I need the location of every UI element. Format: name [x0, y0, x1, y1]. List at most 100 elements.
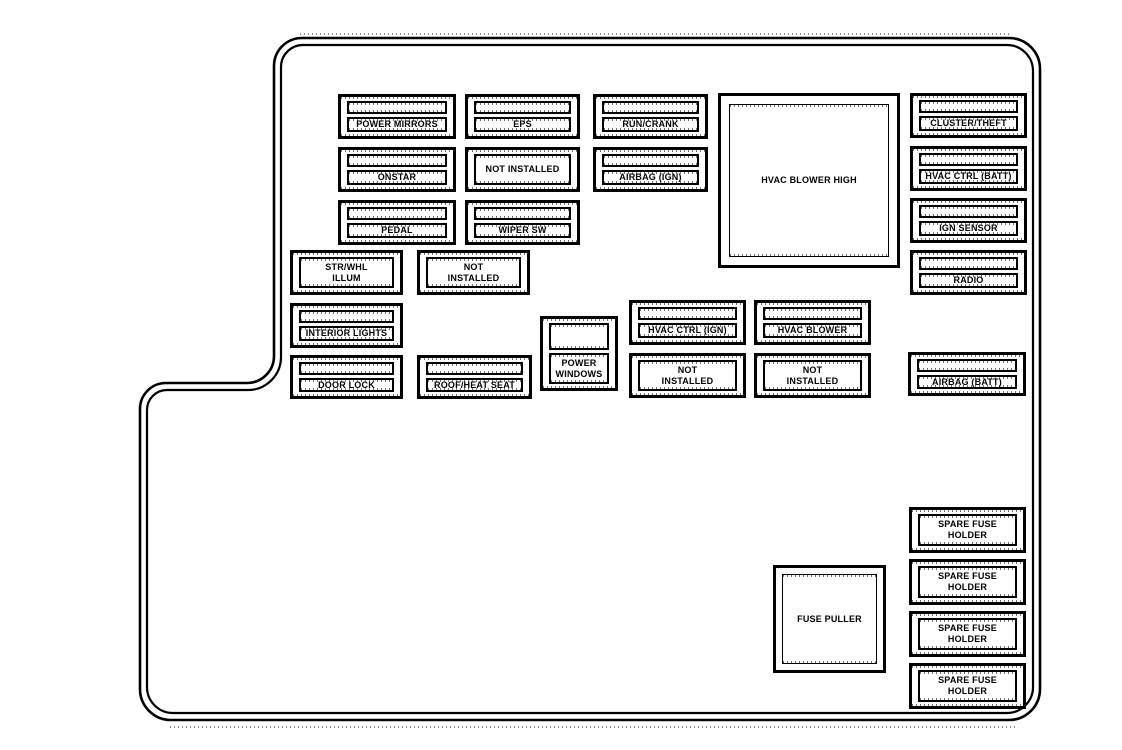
fuse-label: WIPER SW [498, 225, 547, 236]
fuse-slot: AIRBAG (IGN) [602, 170, 699, 185]
spare-fuse-holder-3: SPARE FUSE HOLDER [909, 611, 1026, 657]
fuse-label: RADIO [953, 275, 984, 286]
fuse-ign-sensor: IGN SENSOR [910, 198, 1027, 243]
fuse-wiper-sw: WIPER SW [465, 200, 580, 245]
fuse-hvac-blower-high: HVAC BLOWER HIGH [718, 93, 900, 268]
fuse-eps: EPS [465, 94, 580, 139]
fuse-label: SPARE FUSE HOLDER [938, 571, 997, 592]
fuse-slot: RADIO [919, 273, 1018, 288]
fuse-pedal: PEDAL [338, 200, 456, 245]
fuse-hvac-ctrl-ign: HVAC CTRL (IGN) [629, 300, 746, 345]
fuse-slot [347, 207, 447, 220]
fuse-slot [474, 207, 571, 220]
fuse-slot: INTERIOR LIGHTS [299, 326, 394, 341]
fuse-label: SPARE FUSE HOLDER [938, 519, 997, 540]
fuse-str-whl-illum: STR/WHL ILLUM [290, 250, 403, 295]
fuse-label: FUSE PULLER [797, 613, 862, 624]
fuse-interior-lights: INTERIOR LIGHTS [290, 303, 403, 348]
fuse-not-installed-2: NOT INSTALLED [417, 250, 530, 295]
perforation-ticks-top [300, 33, 1012, 35]
fuse-label: EPS [513, 119, 532, 130]
fuse-power-windows: POWER WINDOWS [540, 316, 618, 391]
fuse-label: NOT INSTALLED [447, 261, 500, 283]
fuse-label: ROOF/HEAT SEAT [434, 379, 515, 390]
fuse-hvac-ctrl-batt: HVAC CTRL (BATT) [910, 146, 1027, 191]
fuse-slot: POWER MIRRORS [347, 117, 447, 132]
fuse-label: PEDAL [381, 225, 413, 236]
fuse-door-lock: DOOR LOCK [290, 355, 403, 399]
fuse-slot [347, 101, 447, 114]
spare-fuse-holder-4: SPARE FUSE HOLDER [909, 663, 1026, 709]
fuse-label: STR/WHL ILLUM [325, 261, 368, 283]
fuse-run-crank: RUN/CRANK [593, 94, 708, 139]
spare-fuse-holder-1: SPARE FUSE HOLDER [909, 507, 1026, 553]
fuse-label: IGN SENSOR [939, 223, 998, 234]
fuse-label: AIRBAG (IGN) [619, 172, 682, 183]
fuse-slot [299, 362, 394, 375]
perforation-ticks-bottom [170, 726, 1015, 728]
fuse-label: RUN/CRANK [622, 119, 679, 130]
fuse-slot: SPARE FUSE HOLDER [918, 514, 1017, 546]
fuse-label: NOT INSTALLED [661, 364, 714, 386]
fuse-radio: RADIO [910, 250, 1027, 295]
fuse-slot [919, 205, 1018, 218]
fuse-slot [602, 101, 699, 114]
spare-fuse-holder-2: SPARE FUSE HOLDER [909, 559, 1026, 605]
fuse-power-mirrors: POWER MIRRORS [338, 94, 456, 139]
fuse-onstar: ONSTAR [338, 147, 456, 192]
fuse-label: INTERIOR LIGHTS [305, 328, 388, 339]
fuse-slot [602, 154, 699, 167]
fuse-label: HVAC BLOWER HIGH [761, 175, 857, 186]
fuse-not-installed-3: NOT INSTALLED [629, 353, 746, 398]
fuse-not-installed-4: NOT INSTALLED [754, 353, 871, 398]
fuse-slot: HVAC CTRL (BATT) [919, 169, 1018, 184]
fuse-label: DOOR LOCK [318, 379, 375, 390]
fuse-label: NOT INSTALLED [786, 364, 839, 386]
fuse-slot: NOT INSTALLED [426, 257, 521, 288]
fuse-slot [474, 101, 571, 114]
fuse-slot [638, 307, 737, 320]
fuse-slot: ROOF/HEAT SEAT [426, 378, 523, 392]
fuse-slot: WIPER SW [474, 223, 571, 238]
fuse-slot: EPS [474, 117, 571, 132]
fuse-slot [347, 154, 447, 167]
fuse-not-installed-1: NOT INSTALLED [465, 147, 580, 192]
fuse-roof-heat-seat: ROOF/HEAT SEAT [417, 355, 532, 399]
fuse-label: SPARE FUSE HOLDER [938, 623, 997, 644]
fuse-slot: NOT INSTALLED [474, 154, 571, 185]
fuse-slot [919, 100, 1018, 113]
fuse-slot [919, 153, 1018, 166]
fuse-label: POWER WINDOWS [555, 357, 603, 379]
fuse-label: POWER MIRRORS [356, 119, 438, 130]
fuse-slot: SPARE FUSE HOLDER [918, 618, 1017, 650]
fuse-slot: IGN SENSOR [919, 221, 1018, 236]
fuse-slot: SPARE FUSE HOLDER [918, 566, 1017, 598]
fuse-slot: NOT INSTALLED [763, 360, 862, 391]
fuse-label: ONSTAR [377, 172, 417, 183]
fuse-slot: AIRBAG (BATT) [917, 375, 1017, 389]
fuse-label: HVAC CTRL (IGN) [648, 325, 727, 336]
fuse-puller: FUSE PULLER [773, 565, 886, 673]
fuse-slot: SPARE FUSE HOLDER [918, 670, 1017, 702]
fuse-slot [919, 257, 1018, 270]
fuse-slot [763, 307, 862, 320]
fuse-label: CLUSTER/THEFT [930, 118, 1007, 129]
fuse-airbag-ign: AIRBAG (IGN) [593, 147, 708, 192]
fuse-slot [782, 574, 877, 664]
fuse-slot: POWER WINDOWS [549, 353, 609, 384]
fuse-slot: STR/WHL ILLUM [299, 257, 394, 288]
fuse-airbag-batt: AIRBAG (BATT) [908, 352, 1026, 396]
fuse-slot [426, 362, 523, 375]
fuse-slot: HVAC BLOWER [763, 323, 862, 338]
fuse-cluster-theft: CLUSTER/THEFT [910, 93, 1027, 138]
fuse-label: HVAC CTRL (BATT) [925, 171, 1012, 182]
fuse-slot [729, 104, 889, 257]
fuse-slot: NOT INSTALLED [638, 360, 737, 391]
fuse-hvac-blower: HVAC BLOWER [754, 300, 871, 345]
fuse-slot [917, 359, 1017, 372]
fuse-slot [549, 323, 609, 350]
fuse-label: HVAC BLOWER [777, 325, 848, 336]
fuse-slot: CLUSTER/THEFT [919, 116, 1018, 131]
